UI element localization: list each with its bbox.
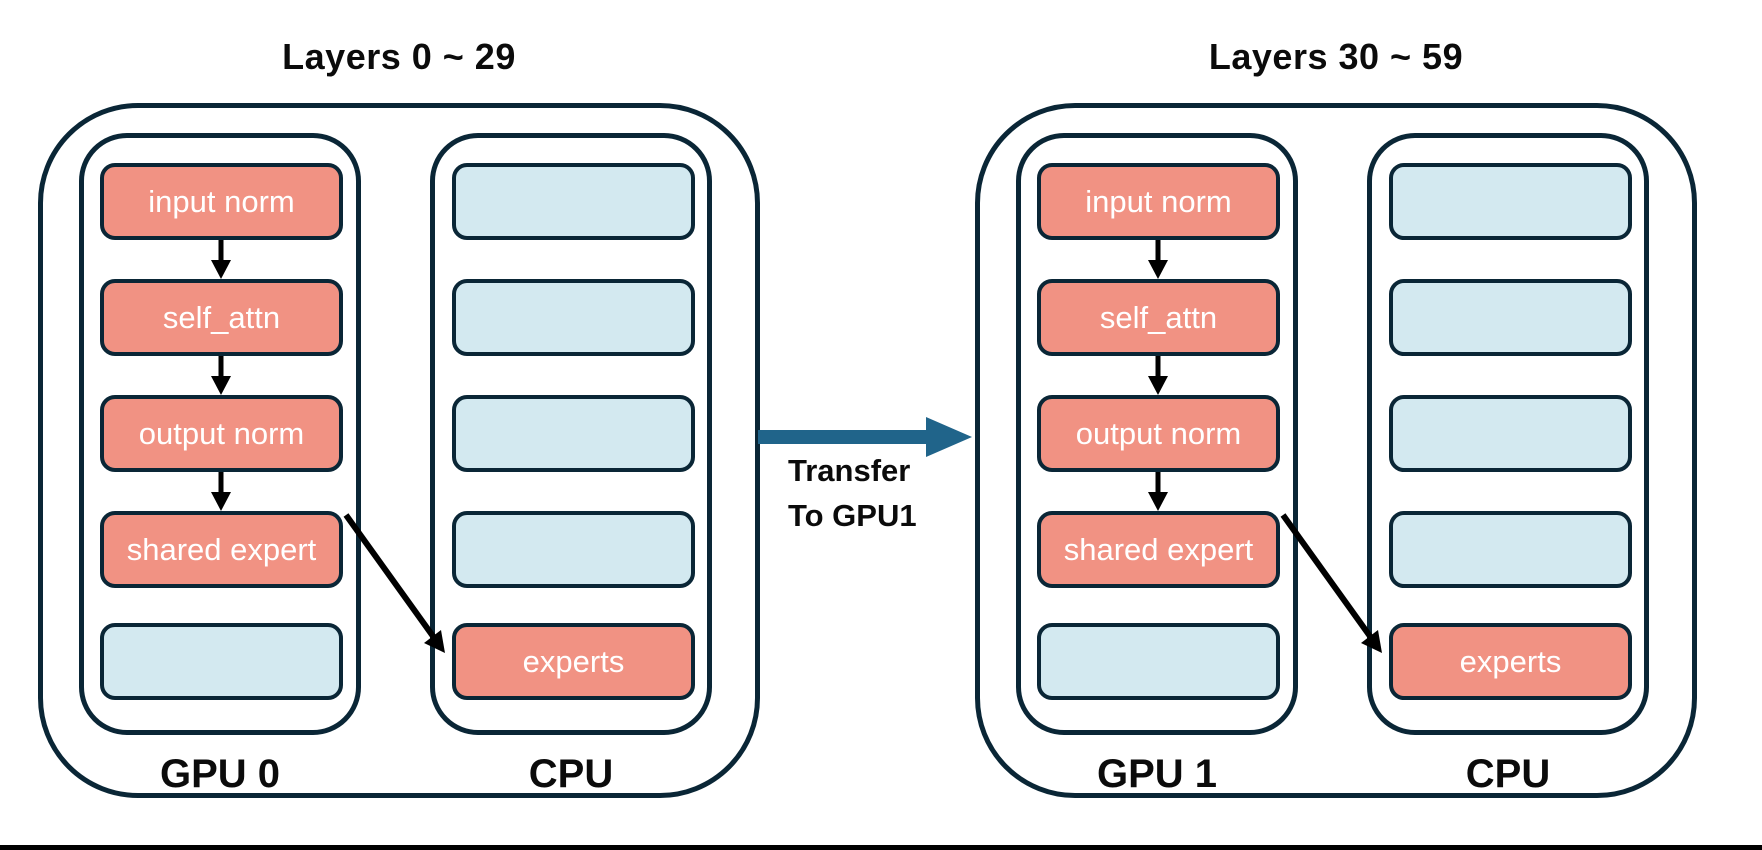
transfer-arrow-icon [758,417,972,457]
cpu0-experts-label: experts [522,643,625,679]
shared-expert-to-experts-arrow-icon [343,513,445,653]
down-arrow-icon [211,240,231,279]
cpu1-label: CPU [1465,752,1551,796]
gpu0-empty-slot [100,623,343,700]
cpu1-empty-slot-3 [1389,395,1632,472]
gpu1-output-norm-label: output norm [1075,415,1242,451]
gpu0-shared-expert-block: shared expert [100,511,343,588]
gpu0-self-attn-label: self_attn [162,299,281,335]
gpu0-self-attn-block: self_attn [100,279,343,356]
gpu0-output-norm-block: output norm [100,395,343,472]
gpu1-shared-expert-block: shared expert [1037,511,1280,588]
down-arrow-icon [1148,240,1168,279]
down-arrow-icon [211,356,231,395]
gpu1-empty-slot [1037,623,1280,700]
layer-group-0: Layers 0 ~ 29 input norm self_attn outpu… [0,0,762,850]
cpu0-empty-slot-2 [452,279,695,356]
gpu0-input-norm-label: input norm [148,183,295,219]
gpu1-self-attn-block: self_attn [1037,279,1280,356]
group-1-title: Layers 30 ~ 59 [1208,36,1464,77]
gpu1-shared-expert-label: shared expert [1063,531,1254,567]
gpu0-shared-expert-label: shared expert [126,531,317,567]
cpu1-empty-slot-2 [1389,279,1632,356]
gpu1-output-norm-block: output norm [1037,395,1280,472]
shared-expert-to-experts-arrow-icon [1280,513,1382,653]
gpu1-input-norm-label: input norm [1085,183,1232,219]
cpu1-empty-slot-1 [1389,163,1632,240]
group-0-title: Layers 0 ~ 29 [282,36,516,77]
down-arrow-icon [211,472,231,511]
gpu1-label: GPU 1 [1096,752,1218,796]
cpu0-label: CPU [528,752,614,796]
down-arrow-icon [1148,472,1168,511]
bottom-edge-line [0,845,1762,850]
cpu0-empty-slot-1 [452,163,695,240]
cpu0-empty-slot-4 [452,511,695,588]
cpu0-experts-block: experts [452,623,695,700]
gpu1-self-attn-label: self_attn [1099,299,1218,335]
gpu1-input-norm-block: input norm [1037,163,1280,240]
cpu1-experts-label: experts [1459,643,1562,679]
cpu1-empty-slot-4 [1389,511,1632,588]
gpu0-output-norm-label: output norm [138,415,305,451]
cpu1-experts-block: experts [1389,623,1632,700]
gpu0-input-norm-block: input norm [100,163,343,240]
cpu0-empty-slot-3 [452,395,695,472]
transfer-label: Transfer To GPU1 [788,453,917,533]
layer-group-1: Layers 30 ~ 59 input norm self_attn outp… [937,0,1699,850]
down-arrow-icon [1148,356,1168,395]
gpu0-label: GPU 0 [159,752,281,796]
